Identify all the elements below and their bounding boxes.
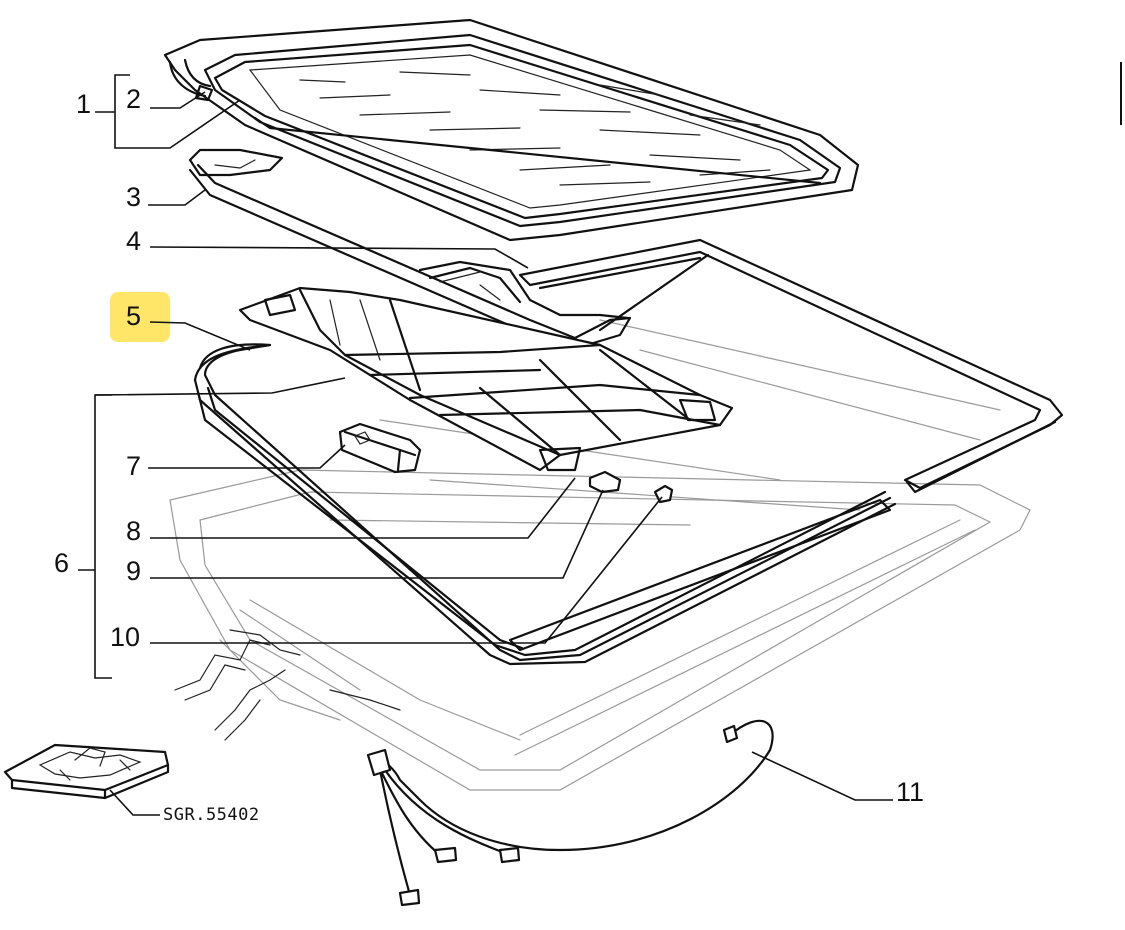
callout-9: 9: [126, 556, 141, 586]
outer-seal-frame: [193, 238, 1064, 666]
callout-7: 7: [126, 451, 141, 481]
callout-2: 2: [126, 84, 141, 114]
lift-mechanism: [174, 629, 401, 741]
callout-10: 10: [110, 622, 140, 652]
callout-5: 5: [126, 301, 141, 331]
callout-6: 6: [54, 548, 69, 578]
callout-5-highlight: [110, 292, 170, 342]
callout-8: 8: [126, 516, 141, 546]
inner-frame-rail: [418, 260, 630, 320]
callout-11: 11: [896, 777, 924, 807]
deflector-trim: [188, 116, 822, 352]
glass-panel: [163, 18, 860, 242]
callout-1: 1: [76, 89, 91, 119]
callout-3: 3: [126, 182, 141, 212]
shade-lattice-panel: [238, 286, 734, 472]
motor-assembly-inset: [3, 743, 170, 800]
callout-4: 4: [126, 226, 141, 256]
latch-block-part: [338, 422, 422, 474]
clip-part: [588, 470, 622, 494]
callout-labels: 1 2 3 4 5 6 7 8 9 10 11 SGR.55402: [54, 84, 924, 825]
wiring-harness: [366, 719, 774, 907]
leader-lines: [78, 74, 893, 816]
reference-code: SGR.55402: [163, 805, 260, 825]
